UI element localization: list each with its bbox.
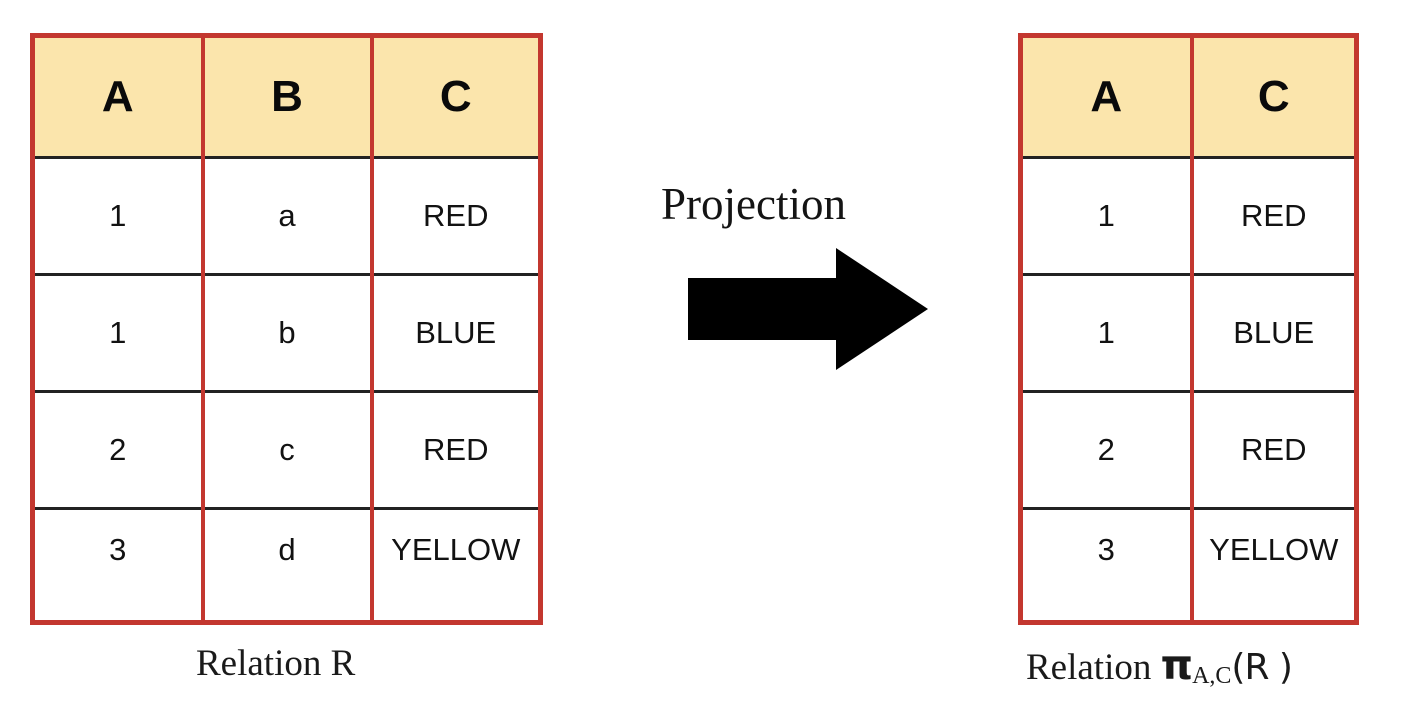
relation-r-table-block: A B C 1 a RED 1 b BLUE 2 c RED 3 d [30,33,543,625]
table-row: 1 a RED [32,156,541,276]
table-row: 1 BLUE [1020,273,1357,393]
cell-a-text: 3 [1097,532,1115,567]
table-row: 3 YELLOW [1020,507,1357,623]
cell-a: 1 [1020,156,1194,276]
table-row: 1 RED [1020,156,1357,276]
right-block-arrow-icon [688,248,928,370]
projected-relation-caption: Relation πA,C(R ) [1026,645,1293,689]
table-row: 2 c RED [32,390,541,510]
cell-a: 2 [1020,390,1194,510]
column-header-b: B [200,35,374,159]
caption-prefix: Relation [1026,647,1161,688]
column-header-c: C [1189,35,1357,159]
relation-r-caption: Relation R [196,643,356,684]
cell-b: a [200,156,374,276]
projected-relation-table-block: A C 1 RED 1 BLUE 2 RED 3 YELLOW [1018,33,1359,625]
cell-c: RED [369,156,541,276]
table-row: 1 b BLUE [32,273,541,393]
cell-c: RED [369,390,541,510]
column-header-c: C [369,35,541,159]
cell-c-text: YELLOW [1209,532,1339,567]
cell-c-text: YELLOW [391,532,521,567]
table-header-row: A C [1020,35,1357,159]
cell-b-text: d [278,532,296,567]
projection-label: Projection [661,179,846,229]
cell-b: b [200,273,374,393]
pi-subscript-attributes: A,C [1192,663,1232,689]
cell-a-text: 3 [109,532,127,567]
table-row: 3 d YELLOW [32,507,541,623]
cell-c: BLUE [369,273,541,393]
cell-a: 2 [32,390,205,510]
cell-a: 1 [32,273,205,393]
cell-c: RED [1189,156,1357,276]
column-header-a: A [32,35,205,159]
cell-a: 3 [1020,507,1194,623]
cell-c: RED [1189,390,1357,510]
cell-c: YELLOW [369,507,541,623]
cell-b: c [200,390,374,510]
cell-c: YELLOW [1189,507,1357,623]
cell-a: 3 [32,507,205,623]
table-header-row: A B C [32,35,541,159]
pi-operator-symbol: π [1160,641,1193,689]
relation-r-table: A B C 1 a RED 1 b BLUE 2 c RED 3 d [30,33,543,625]
pi-argument: (R ) [1231,647,1293,688]
table-row: 2 RED [1020,390,1357,510]
cell-c: BLUE [1189,273,1357,393]
cell-a: 1 [32,156,205,276]
cell-b: d [200,507,374,623]
cell-a: 1 [1020,273,1194,393]
column-header-a: A [1020,35,1194,159]
projected-relation-table: A C 1 RED 1 BLUE 2 RED 3 YELLOW [1018,33,1359,625]
